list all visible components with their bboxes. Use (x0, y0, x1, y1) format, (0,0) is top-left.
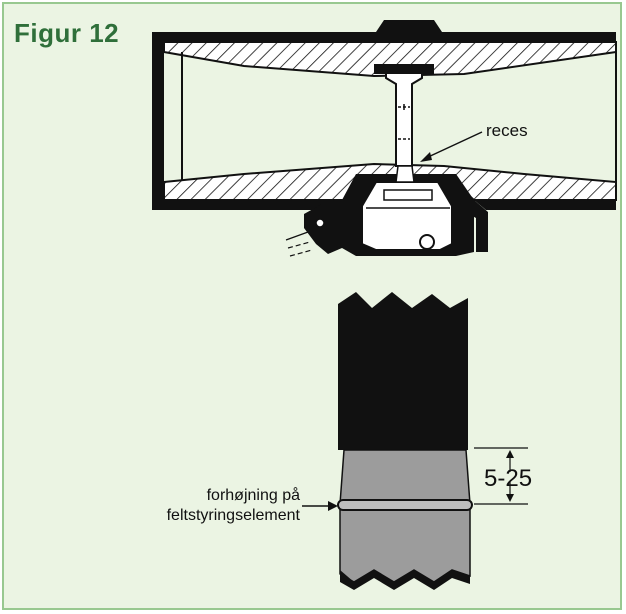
stem-cap (374, 64, 434, 74)
lower-assembly: 5-25 forhøjning på feltstyringselement (167, 292, 532, 590)
technical-diagram: reces 5-25 forhøjning på feltstyringsele… (152, 20, 617, 590)
bracket-bolt (315, 218, 325, 228)
ridge-label-line2: feltstyringselement (167, 507, 301, 524)
cross-section-assembly: reces (152, 20, 617, 257)
black-sleeve (338, 292, 468, 450)
valve-stem (385, 71, 423, 167)
left-flange (152, 32, 164, 200)
recess-leader (425, 131, 483, 159)
bottom-outer-wall-right (474, 200, 616, 210)
left-bracket (304, 204, 342, 254)
grey-element (339, 449, 471, 583)
ridge-label-line1: forhøjning på (207, 486, 300, 504)
recess-label: reces (486, 121, 528, 140)
figure-title: Figur 12 (14, 18, 120, 48)
housing-bolt (419, 234, 435, 250)
element-ridge (337, 499, 473, 511)
bottom-outer-wall (152, 200, 342, 210)
dimension-label: 5-25 (484, 465, 532, 492)
top-outer-wall (152, 20, 616, 42)
